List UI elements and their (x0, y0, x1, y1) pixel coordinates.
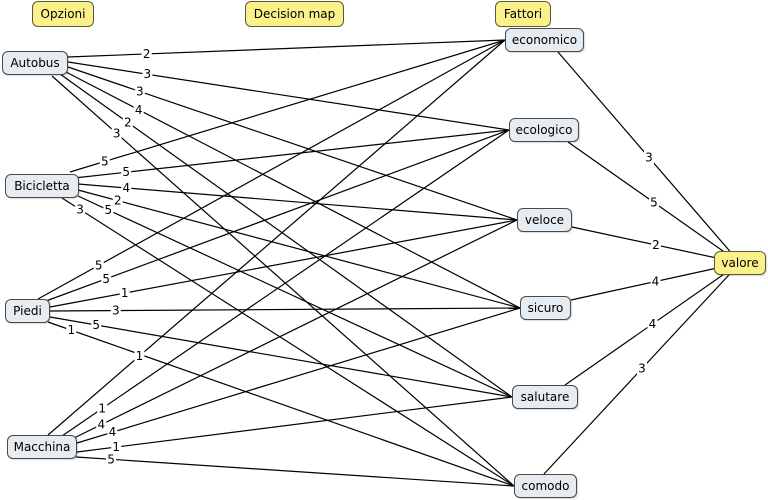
edge-weight-bg (91, 318, 102, 332)
edge-bicicletta-salutare (77, 195, 513, 398)
edge-weight-bg (75, 202, 86, 217)
edge-weight-bg (122, 115, 133, 130)
edge-weight-bg (134, 84, 145, 99)
edge-weight-label: 4 (135, 103, 143, 117)
edge-weight-bg (141, 46, 152, 61)
edge-weight-bg (99, 154, 110, 169)
header-opzioni[interactable]: Opzioni (32, 1, 94, 27)
edge-piedi-ecologico (45, 129, 510, 302)
edge-macchina-economico (47, 39, 506, 436)
option-node-autobus[interactable]: Autobus (2, 51, 68, 75)
edge-weight-label: 4 (109, 425, 117, 439)
edge-weight-label: 5 (107, 452, 115, 466)
edge-weight-bg (134, 349, 145, 363)
edge-weight-bg (650, 274, 661, 289)
edge-piedi-comodo (47, 321, 515, 487)
edge-weight-bg (97, 401, 108, 416)
edge-weight-label: 5 (650, 196, 658, 210)
option-node-piedi[interactable]: Piedi (5, 299, 50, 323)
edge-piedi-sicuro (49, 307, 521, 312)
edge-weight-label: 1 (121, 286, 129, 300)
edge-weight-label: 3 (136, 84, 144, 98)
edge-weight-label: 1 (67, 323, 75, 337)
edge-autobus-salutare (59, 73, 513, 398)
header-decision-map[interactable]: Decision map (245, 1, 344, 27)
edge-weight-bg (103, 203, 114, 218)
edge-weight-label: 2 (114, 194, 122, 208)
edge-weight-label: 5 (105, 203, 113, 217)
edge-weight-bg (119, 286, 130, 301)
edge-weight-label: 2 (143, 47, 151, 61)
result-node-valore[interactable]: valore (714, 251, 766, 275)
edge-weight-label: 5 (95, 258, 103, 272)
edge-weight-bg (96, 417, 107, 432)
factor-node-salutare[interactable]: salutare (512, 385, 578, 409)
header-fattori[interactable]: Fattori (495, 1, 551, 27)
edge-bicicletta-ecologico (73, 129, 510, 179)
edge-macchina-sicuro (76, 307, 521, 444)
edge-weight-bg (121, 165, 132, 180)
edge-weight-label: 4 (97, 418, 105, 432)
edge-weight-label: 4 (649, 317, 657, 331)
edge-weight-label: 1 (136, 349, 144, 363)
edge-weight-label: 2 (652, 238, 660, 252)
edge-weight-bg (142, 67, 153, 82)
edge-weight-bg (647, 317, 658, 331)
edge-weight-label: 5 (122, 165, 130, 179)
edge-weight-bg (121, 180, 132, 195)
edge-autobus-economico (67, 39, 506, 58)
edge-weight-bg (111, 440, 122, 455)
edge-weight-label: 1 (98, 401, 106, 415)
factor-node-veloce[interactable]: veloce (517, 208, 572, 232)
edge-weight-label: 2 (124, 115, 132, 129)
option-node-bicicletta[interactable]: Bicicletta (5, 174, 79, 198)
factor-node-sicuro[interactable]: sicuro (520, 296, 571, 320)
edge-weight-bg (644, 150, 654, 165)
edge-weight-bg (637, 361, 647, 376)
edge-weight-label: 3 (638, 362, 646, 376)
edge-weight-bg (93, 258, 104, 273)
edge-bicicletta-comodo (61, 197, 515, 487)
factor-node-ecologico[interactable]: ecologico (509, 118, 579, 142)
edge-weight-bg (111, 126, 122, 141)
factor-node-comodo[interactable]: comodo (514, 474, 577, 498)
edge-weight-label: 4 (652, 275, 660, 289)
edge-weight-bg (651, 238, 661, 252)
edge-autobus-comodo (51, 75, 515, 487)
edge-weight-bg (106, 452, 117, 467)
edge-piedi-economico (37, 39, 506, 300)
edge-macchina-ecologico (61, 129, 510, 437)
edge-weight-bg (112, 193, 123, 208)
edge-bicicletta-veloce (77, 183, 518, 221)
edge-weight-label: 5 (102, 272, 110, 286)
edge-weight-label: 1 (112, 440, 120, 454)
edge-macchina-veloce (69, 219, 518, 441)
edge-weight-label: 3 (112, 304, 120, 318)
edge-weight-bg (101, 271, 112, 286)
edge-weight-label: 3 (645, 151, 653, 165)
edge-bicicletta-sicuro (77, 189, 521, 309)
edge-weight-bg (107, 425, 118, 440)
edge-autobus-ecologico (67, 61, 510, 131)
edge-weight-label: 3 (76, 203, 84, 217)
edge-macchina-comodo (75, 456, 515, 487)
edge-weight-label: 3 (113, 126, 121, 140)
edge-weight-bg (649, 195, 659, 210)
edge-weight-bg (133, 102, 144, 117)
option-node-macchina[interactable]: Macchina (7, 435, 77, 459)
edge-weight-bg (110, 303, 121, 318)
edge-piedi-salutare (49, 316, 513, 398)
edge-bicicletta-economico (69, 39, 506, 173)
edge-weight-label: 5 (101, 154, 109, 168)
edge-weight-bg (66, 323, 77, 338)
edge-weight-label: 4 (122, 181, 130, 195)
edge-weight-label: 3 (144, 67, 152, 81)
factor-node-economico[interactable]: economico (505, 28, 584, 52)
edge-macchina-salutare (76, 396, 513, 453)
edge-weight-label: 5 (92, 318, 100, 332)
